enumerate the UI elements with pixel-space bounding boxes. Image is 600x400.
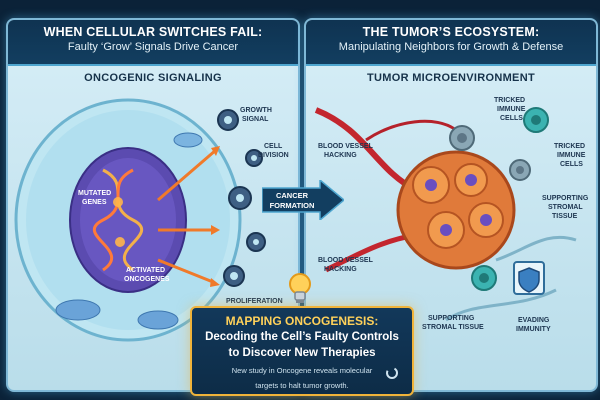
label-growth: GROWTH [240,107,272,114]
callout-line2: to Discover New Therapies [228,347,376,359]
callout-box: MAPPING ONCOGENESIS: Decoding the Cell’s… [190,306,414,396]
gear-icon [246,232,266,252]
left-subtitle: Faulty ‘Grow’ Signals Drive Cancer [67,41,239,53]
immune-cell [509,159,531,181]
signal-arrow [157,258,214,284]
label-tricked-1: TRICKED [494,97,525,104]
label-immunity: IMMUNITY [516,326,551,333]
arrow-head [211,225,220,235]
label-stromal-1: STROMAL [548,204,583,211]
label-cells-2: CELLS [560,161,583,168]
mitochondrion [137,310,179,330]
dna-strand [93,168,134,272]
blood-vessel [324,232,417,273]
mitochondrion [55,299,101,321]
cancer-formation-arrow: CANCER FORMATION [262,180,344,220]
stromal-fiber [495,235,577,262]
label-signal: SIGNAL [242,116,269,123]
gear-icon [228,186,252,210]
label-evading: EVADING [518,317,550,324]
left-header: WHEN CELLULAR SWITCHES FAIL: Faulty ‘Gro… [8,20,298,66]
left-panel: WHEN CELLULAR SWITCHES FAIL: Faulty ‘Gro… [6,18,300,392]
blood-vessel [314,107,418,193]
right-subtitle: Manipulating Neighbors for Growth & Defe… [338,41,564,53]
label-genes: GENES [82,199,107,206]
label-tricked-2: TRICKED [554,143,585,150]
label-blood-vessel-1: BLOOD VESSEL [318,143,374,150]
gear-icon [217,109,239,131]
right-section-title: TUMOR MICROENVIRONMENT [367,72,535,84]
tumor-illustration: TRICKED IMMUNE CELLS TRICKED IMMUNE CELL… [314,97,589,333]
mitochondrion [173,132,203,148]
right-title: THE TUMOR’S ECOSYSTEM: [362,25,540,39]
cell-illustration: MUTATED GENES ACTIVATED ONCOGENES [14,98,289,342]
label-division: DIVISION [258,152,289,159]
immune-cell [471,265,497,291]
arrow-head [210,278,220,287]
mutation-glow [113,197,123,207]
label-blood-vessel-2: BLOOD VESSEL [318,257,374,264]
label-cell: CELL [264,143,283,150]
label-hacking-1: HACKING [324,152,357,159]
label-oncogenes: ONCOGENES [124,276,170,283]
gear-icon [223,265,245,287]
left-section-title: ONCOGENIC SIGNALING [84,72,222,84]
callout-note2: targets to halt tumor growth. [255,381,349,390]
left-title: WHEN CELLULAR SWITCHES FAIL: [43,25,263,39]
stromal-fiber [445,288,557,322]
nucleus-inner [80,158,176,282]
right-header: THE TUMOR’S ECOSYSTEM: Manipulating Neig… [306,20,596,66]
formation-cancer: CANCER [276,191,309,200]
immune-cell [449,125,475,151]
callout-note1: New study in Oncogene reveals molecular [231,366,373,375]
tumor-mass [396,150,516,270]
label-proliferation: PROLIFERATION [226,298,283,305]
callout-line1: Decoding the Cell’s Faulty Controls [205,331,399,343]
lightbulb-icon [289,273,311,303]
dna-strand [102,168,143,272]
callout-heading: MAPPING ONCOGENESIS: [225,314,379,328]
shield-icon [513,261,545,295]
label-tissue-1: TISSUE [552,213,578,220]
label-supporting-2: SUPPORTING [428,315,475,322]
label-mutated: MUTATED [78,190,111,197]
gear-icon [245,149,263,167]
signal-arrow [157,148,217,202]
label-stromal-tissue-2: STROMAL TISSUE [422,324,484,331]
label-immune-2: IMMUNE [557,152,586,159]
label-activated: ACTIVATED [126,267,165,274]
label-hacking-2: HACKING [324,266,357,273]
arrow-head [211,146,220,156]
label-cells-1: CELLS [500,115,523,122]
label-supporting-1: SUPPORTING [542,195,589,202]
blood-vessel [365,119,457,142]
label-immune-1: IMMUNE [497,106,526,113]
loading-ring-icon [386,367,398,379]
formation-formation: FORMATION [270,201,315,210]
immune-cell [523,107,549,133]
mutation-glow [115,237,125,247]
